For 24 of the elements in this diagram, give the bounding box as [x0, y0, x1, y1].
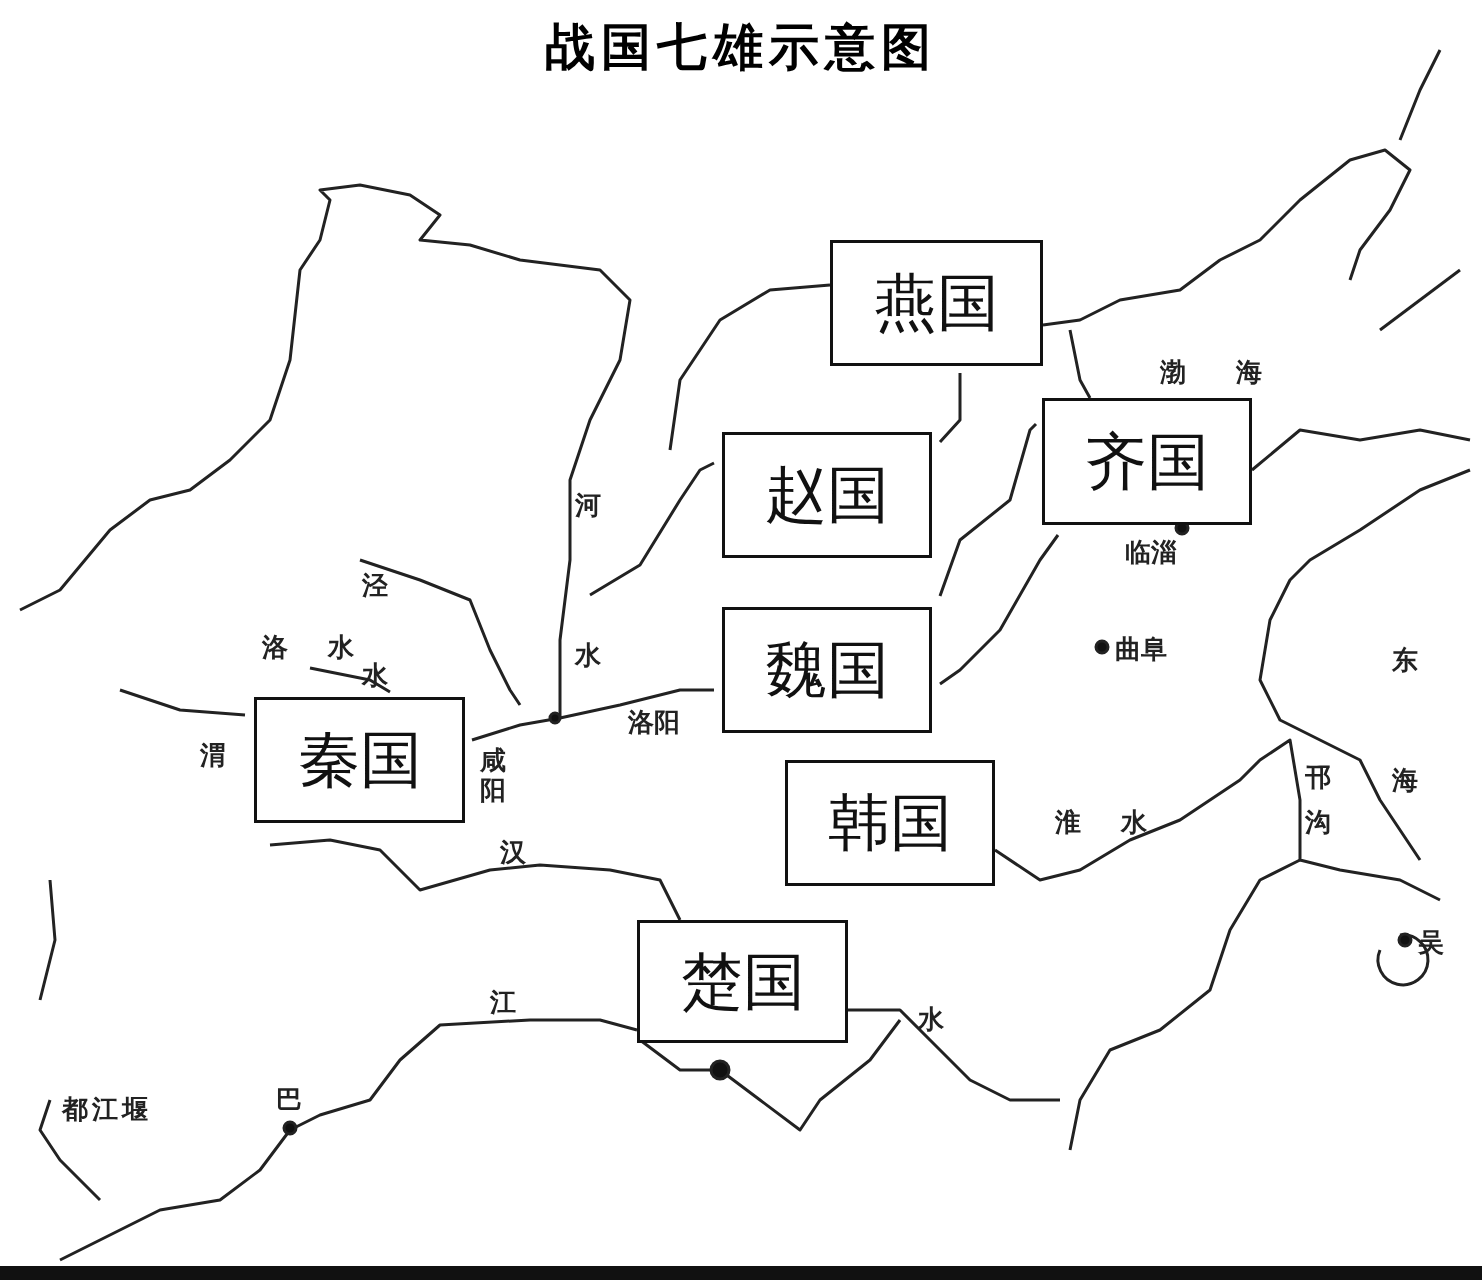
river-name: 江	[490, 986, 516, 1019]
map-title: 战国七雄示意图	[545, 17, 937, 76]
river-name: 水	[918, 1003, 944, 1036]
sea-name: 东海	[1392, 644, 1418, 797]
state-label-box: 齐国	[1042, 398, 1252, 525]
river-name: 汉	[500, 836, 526, 869]
state-label-box: 魏国	[722, 607, 932, 733]
city-name: 巴	[276, 1083, 302, 1116]
canal-name: 邗沟	[1305, 761, 1331, 839]
sea-name: 渤海	[1160, 356, 1312, 389]
state-label-box: 韩国	[785, 760, 995, 886]
state-label-box: 秦国	[254, 697, 465, 823]
river-name: 河水	[575, 489, 601, 672]
river-name: 洛水	[262, 631, 394, 662]
city-name: 临淄	[1125, 536, 1177, 569]
state-label-box: 楚国	[637, 920, 848, 1043]
place-name: 都江堰	[62, 1093, 152, 1126]
state-label-box: 赵国	[722, 432, 932, 558]
city-name: 吴	[1418, 926, 1444, 959]
river-name: 渭	[200, 739, 226, 772]
river-name: 淮水	[1055, 806, 1187, 839]
city-name: 洛阳	[628, 706, 680, 739]
state-label-box: 燕国	[830, 240, 1043, 366]
city-name: 曲阜	[1115, 633, 1167, 666]
